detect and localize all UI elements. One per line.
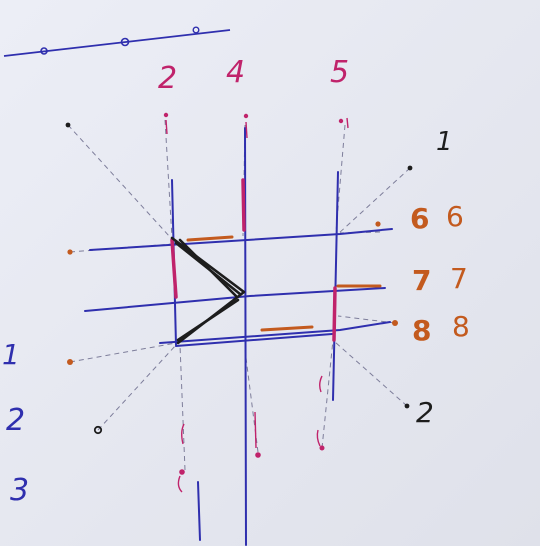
label-right-1: 1 (436, 127, 453, 157)
label-top-4: 4 (226, 55, 245, 90)
black-path (170, 236, 246, 345)
grid-horizontal-bottom-inner (175, 333, 333, 347)
label-left-2: 2 (6, 403, 25, 438)
label-left-1: 1 (2, 338, 20, 371)
label-right-6b: 6 (446, 200, 464, 233)
grid-horizontal-bottom (159, 321, 391, 344)
label-top-2: 2 (158, 61, 177, 96)
label-top-5: 5 (330, 55, 349, 90)
label-right-2: 2 (416, 396, 434, 429)
magenta-vertical-top (241, 178, 246, 232)
orange-marks (186, 235, 382, 332)
label-left-3: 3 (10, 473, 29, 508)
dots (65, 122, 413, 435)
handwritten-labels: 2 4 5 1 6 6 7 7 8 8 2 1 2 3 (2, 55, 470, 508)
top-number-line (3, 26, 231, 57)
grid-tail-bottom (197, 481, 201, 541)
orange-segment-bottom (260, 325, 314, 332)
magenta-vertical-left (170, 238, 178, 299)
orange-segment-top (186, 235, 234, 242)
top-markers (163, 112, 344, 475)
magenta-vertical-right (332, 286, 337, 342)
grid-horizontal-middle (84, 287, 386, 312)
label-right-7b: 7 (450, 262, 468, 295)
magenta-marks (170, 178, 337, 342)
label-right-8b: 8 (452, 310, 470, 343)
label-right-8a: 8 (412, 314, 431, 347)
grid-vertical-right (332, 171, 339, 401)
label-right-6a: 6 (410, 202, 429, 235)
label-right-7a: 7 (412, 264, 431, 297)
